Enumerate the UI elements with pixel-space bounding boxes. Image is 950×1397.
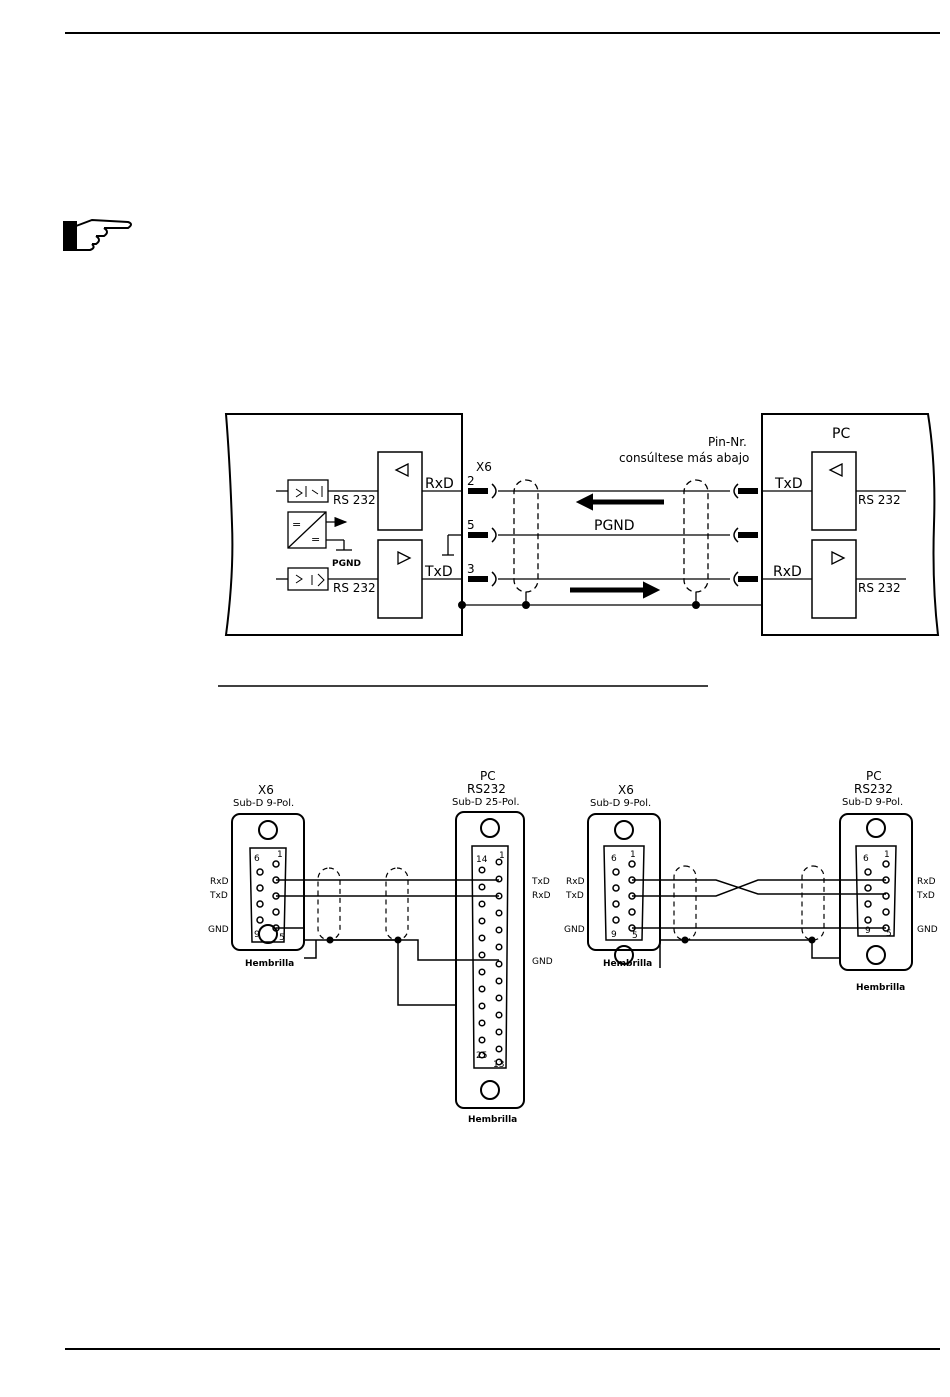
left-x6-title: X6: [258, 783, 274, 797]
right-pc-rs: RS232: [854, 782, 893, 796]
right-x6-title: X6: [618, 783, 634, 797]
pin3-label: 3: [467, 562, 475, 576]
left-x6-socket: Hembrilla: [245, 959, 294, 969]
svg-text:13: 13: [493, 1060, 504, 1070]
pin2-label: 2: [467, 474, 475, 488]
svg-text:TxD: TxD: [916, 891, 935, 901]
svg-text:GND: GND: [564, 925, 585, 935]
svg-text:9: 9: [865, 926, 871, 936]
svg-text:9: 9: [611, 930, 617, 940]
cable-9-to-25-labels: X6 Sub-D 9-Pol. PC RS232 Sub-D 25-Pol. R…: [208, 769, 553, 1125]
svg-text:6: 6: [863, 854, 869, 864]
right-pc-title: PC: [866, 769, 882, 783]
right-x6-subtitle: Sub-D 9-Pol.: [590, 798, 651, 809]
driver-block: [378, 540, 422, 618]
pc-box: [762, 414, 938, 635]
svg-text:RxD: RxD: [917, 877, 936, 887]
svg-text:5: 5: [886, 929, 892, 939]
x6-label: X6: [476, 460, 492, 474]
right-pc-subtitle: Sub-D 9-Pol.: [842, 797, 903, 808]
svg-text:1: 1: [630, 850, 636, 860]
amplifier-box: [226, 414, 462, 635]
rxd-label-amp: RxD: [425, 476, 454, 492]
txd-label-amp: TxD: [424, 564, 453, 580]
svg-text:14: 14: [476, 855, 488, 865]
svg-text:5: 5: [279, 933, 285, 943]
txd-label-pc: TxD: [774, 476, 803, 492]
see-below-label: consúltese más abajo: [619, 451, 749, 465]
svg-text:9: 9: [254, 930, 260, 940]
pgnd-small-label: PGND: [332, 559, 361, 569]
left-txd: TxD: [209, 891, 228, 901]
pin-nr-label: Pin-Nr.: [708, 435, 747, 449]
left-rxd: RxD: [210, 877, 229, 887]
optocoupler-tx: [288, 568, 328, 590]
pc-label: PC: [832, 426, 850, 442]
top-diagram: [218, 414, 938, 686]
svg-text:1: 1: [277, 850, 283, 860]
left-pc-rxd: RxD: [532, 891, 551, 901]
svg-text:TxD: TxD: [565, 891, 584, 901]
svg-text:1: 1: [884, 850, 890, 860]
svg-text:25: 25: [476, 1051, 487, 1061]
svg-text:6: 6: [254, 854, 260, 864]
pgnd-label: PGND: [594, 518, 635, 534]
svg-text:GND: GND: [917, 925, 938, 935]
cable-9-to-9-labels: X6 Sub-D 9-Pol. PC RS232 Sub-D 9-Pol. Rx…: [564, 769, 938, 993]
svg-text:1: 1: [499, 851, 505, 861]
right-x6-connector: [588, 814, 660, 950]
svg-text:=: =: [292, 518, 301, 531]
left-pc-subtitle: Sub-D 25-Pol.: [452, 797, 520, 808]
right-pc-socket: Hembrilla: [856, 983, 905, 993]
left-pc-gnd: GND: [532, 957, 553, 967]
left-gnd: GND: [208, 925, 229, 935]
x6-connector-9pin: [232, 814, 304, 950]
cable-shield-right: [684, 480, 708, 592]
cable-shield-left: [514, 480, 538, 592]
rs232-label-pc-2: RS 232: [858, 581, 901, 595]
left-pc-txd: TxD: [531, 877, 550, 887]
svg-text:RxD: RxD: [566, 877, 585, 887]
left-pc-rs: RS232: [467, 782, 506, 796]
svg-text:5: 5: [632, 931, 638, 941]
rs232-label-2: RS 232: [333, 581, 376, 595]
pin5-label: 5: [467, 518, 475, 532]
receiver-block: [378, 452, 422, 530]
left-pc-socket: Hembrilla: [468, 1115, 517, 1125]
rs232-label-1: RS 232: [333, 493, 376, 507]
rxd-label-pc: RxD: [773, 564, 802, 580]
right-x6-socket: Hembrilla: [603, 959, 652, 969]
rs232-label-pc-1: RS 232: [858, 493, 901, 507]
cable-9-to-9: [588, 814, 912, 970]
pointing-hand-icon: [64, 220, 131, 250]
svg-text:6: 6: [611, 854, 617, 864]
left-x6-subtitle: Sub-D 9-Pol.: [233, 798, 294, 809]
left-pc-title: PC: [480, 769, 496, 783]
svg-text:=: =: [311, 533, 320, 546]
